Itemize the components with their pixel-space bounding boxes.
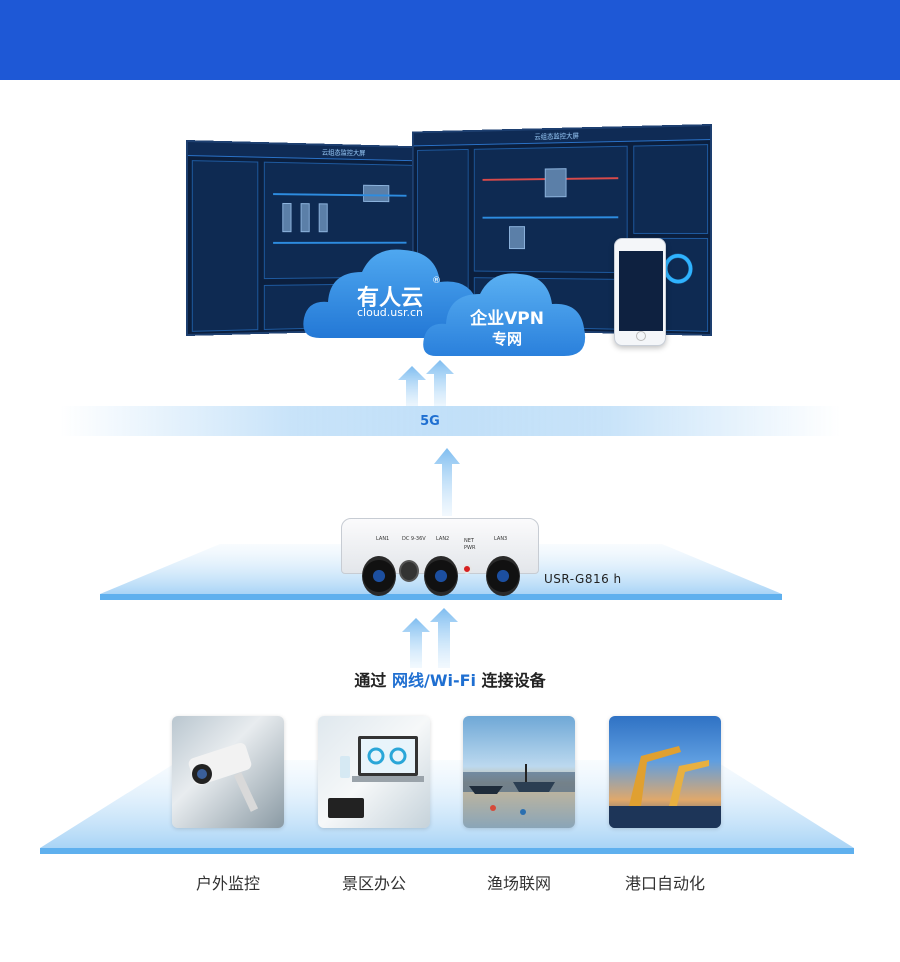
registered-mark: ®: [432, 276, 441, 286]
scenario-card-fishery: [463, 716, 575, 828]
scenario-card-office: [318, 716, 430, 828]
top-banner-bar: [0, 0, 900, 80]
scenario-card-port: [609, 716, 721, 828]
machine-shape: [544, 168, 567, 198]
tank-shape: [318, 203, 328, 233]
network-band: [60, 406, 840, 436]
up-arrows-icon: [402, 608, 458, 668]
scenario-label-surveillance: 户外监控: [195, 874, 260, 893]
scenario-card-surveillance: [172, 716, 284, 828]
connect-highlight: 网线/Wi-Fi: [391, 671, 477, 690]
scenario-platform: [40, 760, 854, 854]
up-arrows-icon: [398, 360, 454, 410]
connect-suffix: 连接设备: [476, 671, 546, 690]
port-label: LAN2: [436, 536, 450, 542]
gauge-ring: [663, 253, 693, 284]
scenario-label-port: 港口自动化: [624, 874, 705, 893]
fishing-boats-icon: [463, 764, 575, 815]
port-label: DC 9-36V: [402, 536, 426, 542]
cloud-right-icon: [423, 273, 586, 356]
connect-prefix: 通过: [354, 671, 392, 690]
smartphone: [614, 238, 666, 346]
cloud-right-title: 企业VPN: [470, 309, 544, 329]
tree-panel: [191, 160, 259, 332]
port-label: NET: [464, 538, 474, 544]
scenario-label-fishery: 渔场联网: [486, 874, 551, 893]
lan1-port-icon: [362, 556, 396, 596]
cloud-right-subtitle: 专网: [491, 330, 522, 348]
phone-screen: [619, 251, 663, 331]
phone-home-button: [636, 331, 646, 341]
security-camera-icon: [188, 742, 259, 812]
connect-caption: 通过 网线/Wi-Fi 连接设备: [250, 667, 650, 691]
dc-power-port-icon: [399, 560, 419, 582]
cloud-left-title: 有人云: [356, 286, 423, 311]
port-label: LAN3: [494, 536, 508, 542]
pipe-line: [482, 216, 619, 219]
lan3-port-icon: [486, 556, 520, 596]
port-label: PWR: [464, 545, 476, 551]
process-diagram-panel: [473, 145, 628, 274]
network-5g-label: 5G: [420, 414, 440, 429]
cloud-left-subtitle: cloud.usr.cn: [356, 306, 424, 319]
tank-shape: [282, 202, 292, 233]
status-led-icon: [462, 564, 472, 574]
lan2-port-icon: [424, 556, 458, 596]
router-model-label: USR-G816 h: [544, 572, 622, 586]
scenario-label-office: 景区办公: [341, 874, 406, 893]
dashboard-title: 云组态监控大屏: [413, 126, 711, 147]
info-panel: [633, 144, 709, 234]
cloud-left-icon: [303, 249, 481, 338]
port-label: LAN1: [376, 536, 390, 542]
laptop-office-icon: [328, 736, 424, 818]
tank-shape: [300, 203, 310, 233]
machine-shape: [508, 226, 526, 250]
port-cranes-icon: [609, 746, 721, 828]
up-arrow-icon: [434, 448, 460, 516]
